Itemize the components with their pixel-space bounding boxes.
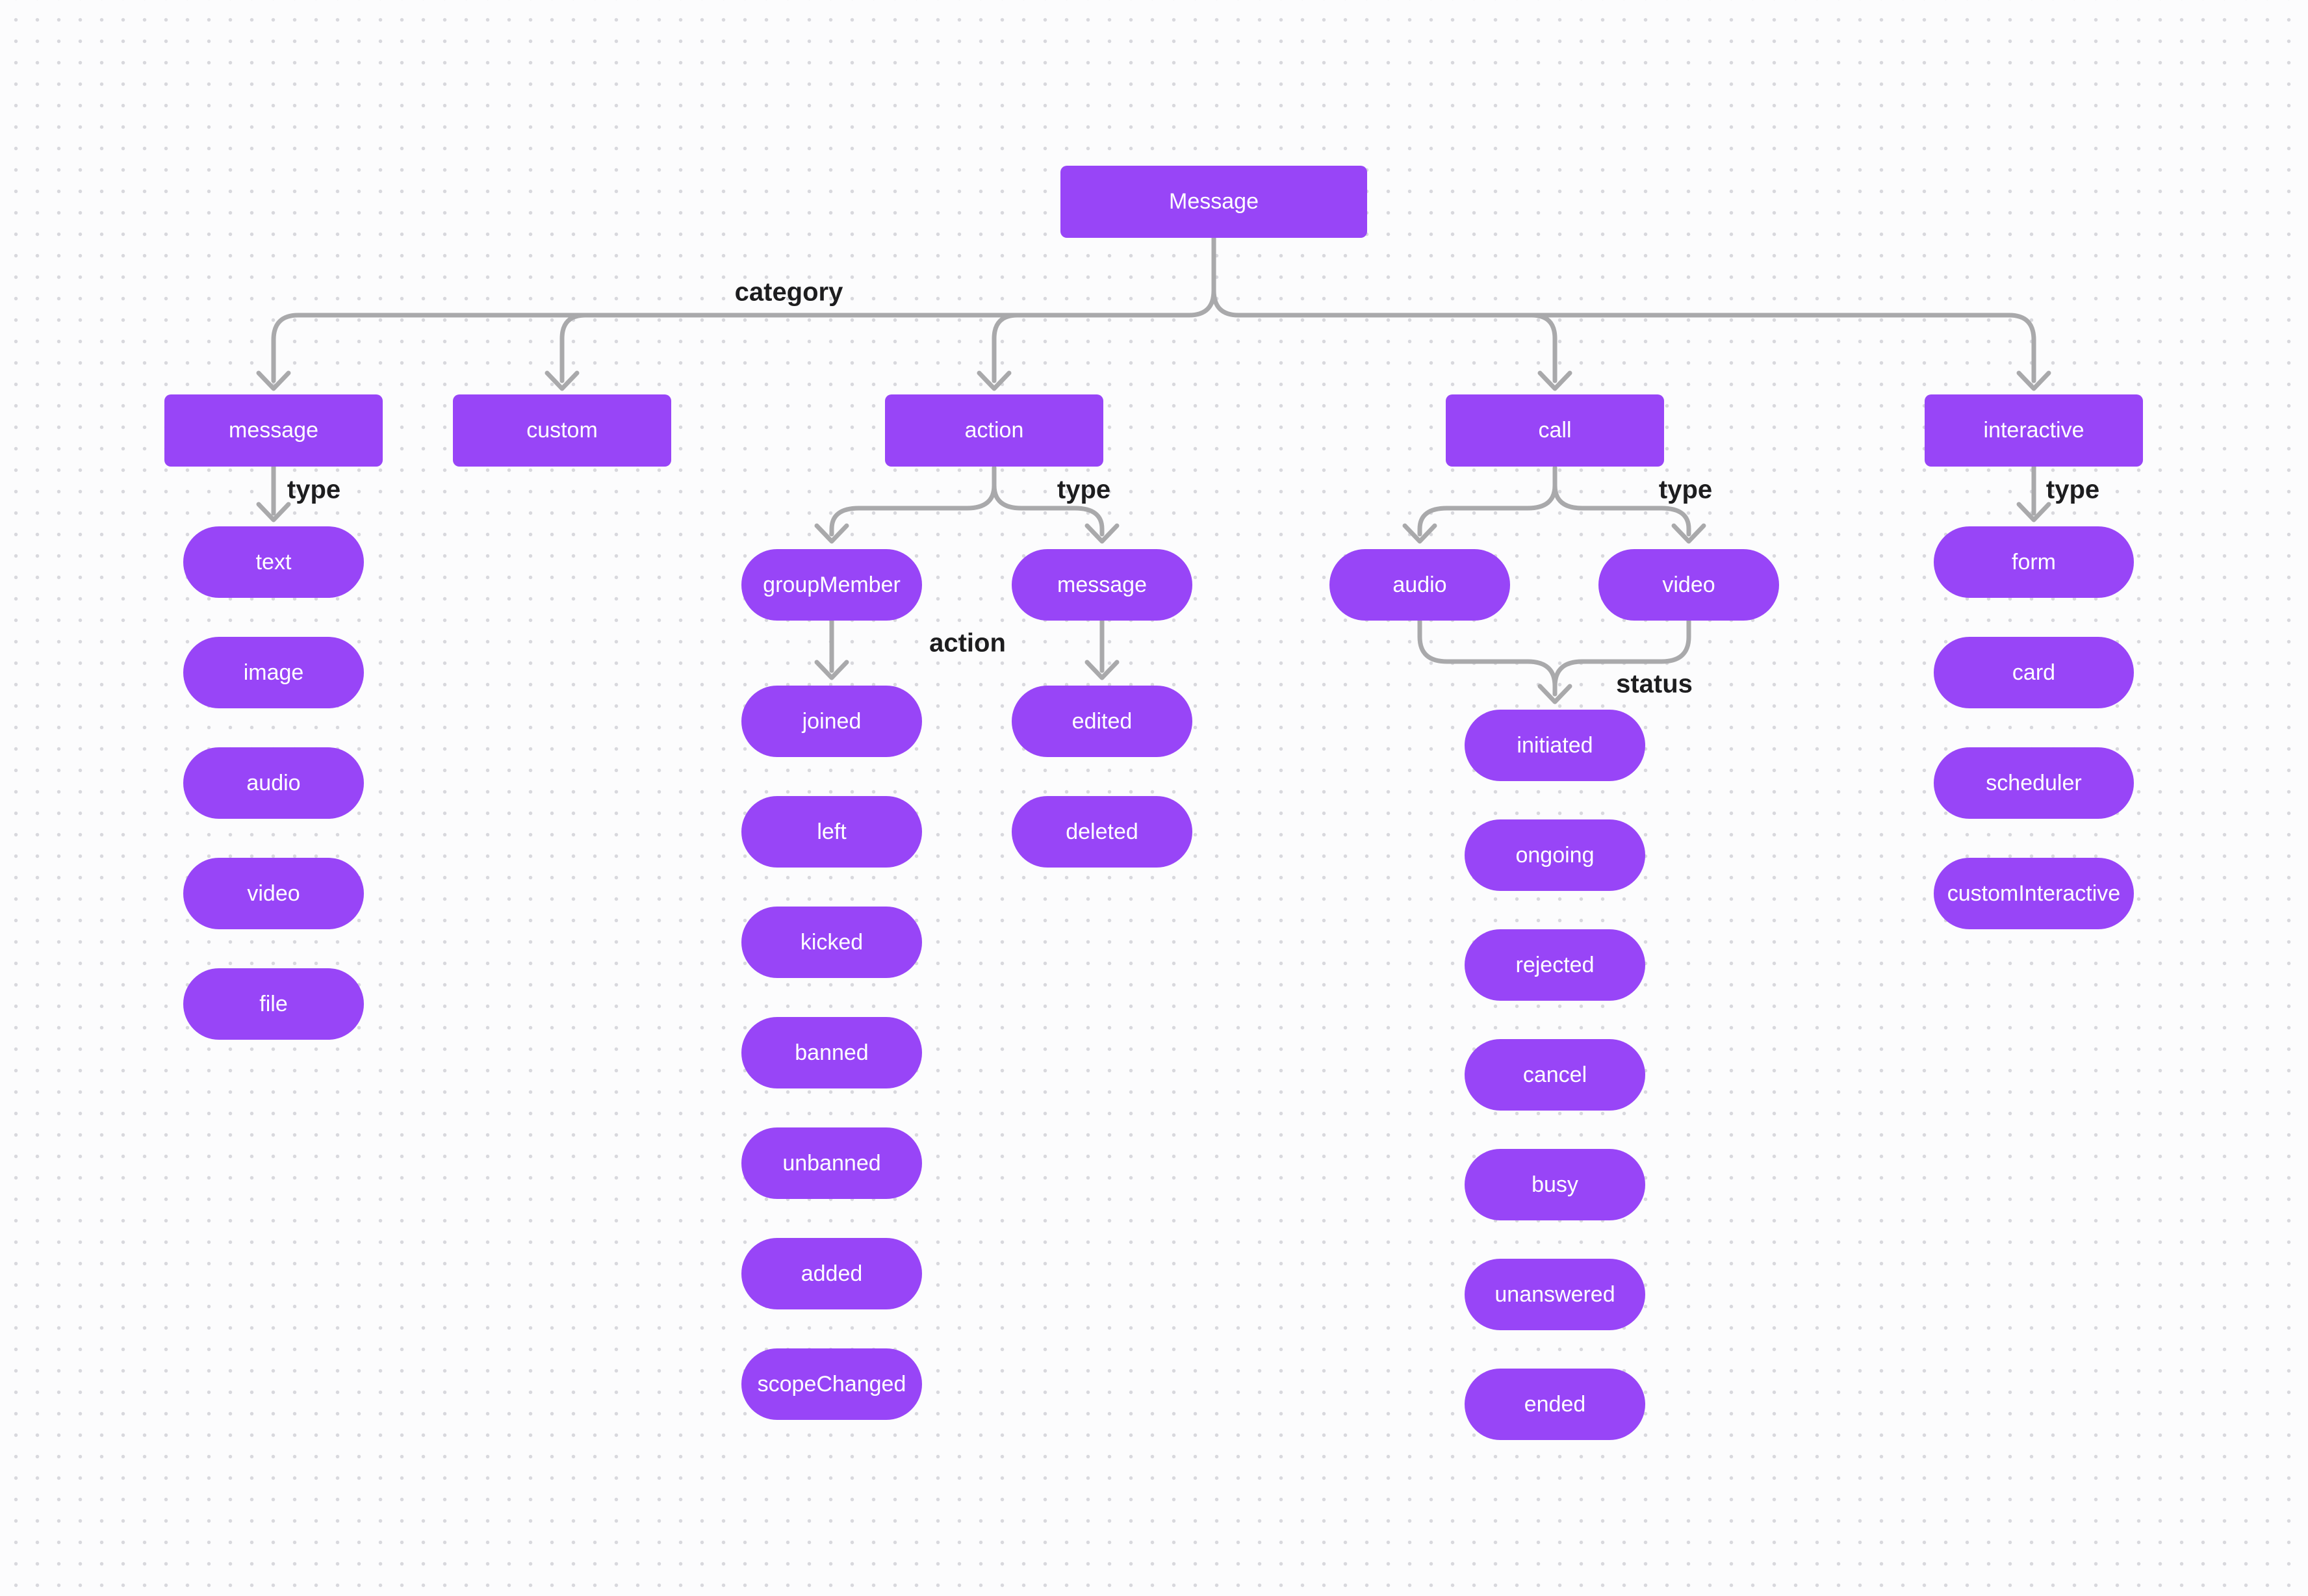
arrowhead-edited (1084, 660, 1120, 680)
node-category-call: call (1446, 394, 1664, 467)
node-inttype-custominteractive: customInteractive (1934, 858, 2134, 929)
node-type-video: video (183, 858, 364, 929)
connector-spine-left (271, 235, 1216, 383)
label-action: action (929, 628, 1006, 658)
node-action-kicked: kicked (741, 907, 922, 978)
node-status-busy: busy (1465, 1149, 1645, 1220)
node-action-scopechanged: scopeChanged (741, 1348, 922, 1420)
node-status-rejected: rejected (1465, 929, 1645, 1001)
connector-drop-call (1529, 313, 1558, 383)
label-type-interactive: type (2045, 475, 2100, 504)
node-action-deleted: deleted (1012, 796, 1192, 868)
arrowhead-actionmessage (1084, 523, 1120, 544)
node-inttype-card: card (1934, 637, 2134, 708)
arrowhead-initiated (1537, 684, 1572, 704)
node-action-joined: joined (741, 686, 922, 757)
label-status: status (1616, 669, 1693, 699)
connector-drop-custom (559, 313, 588, 383)
node-action-edited: edited (1012, 686, 1192, 757)
connector-drop-action (992, 313, 1020, 383)
arrowhead-category-action (977, 370, 1012, 391)
arrowhead-category-call (1537, 370, 1572, 391)
node-status-ended: ended (1465, 1369, 1645, 1440)
connector-call-fork-left (1417, 465, 1558, 537)
label-category: category (734, 277, 843, 307)
connector-call-fork-right (1552, 465, 1691, 537)
label-type-action: type (1057, 475, 1111, 504)
label-type-message: type (287, 475, 341, 504)
arrowhead-message-type (256, 502, 291, 522)
arrowhead-call-video (1671, 523, 1706, 544)
arrowhead-category-message (256, 370, 291, 391)
node-status-cancel: cancel (1465, 1039, 1645, 1111)
node-action-left: left (741, 796, 922, 868)
node-action-banned: banned (741, 1017, 922, 1088)
node-action-added: added (741, 1238, 922, 1309)
connector-merge-right (1552, 618, 1691, 697)
arrowhead-interactive-type (2016, 502, 2051, 522)
node-inttype-form: form (1934, 526, 2134, 598)
node-calltype-video: video (1598, 549, 1779, 621)
connector-spine-right (1211, 235, 2036, 383)
label-type-call: type (1658, 475, 1713, 504)
node-category-message: message (164, 394, 383, 467)
arrowhead-call-audio (1402, 523, 1437, 544)
node-type-audio: audio (183, 747, 364, 819)
node-category-custom: custom (453, 394, 671, 467)
connector-action-fork-left (829, 465, 997, 537)
node-message-root: Message (1060, 166, 1367, 238)
arrowhead-groupmember (814, 523, 849, 544)
arrowhead-joined (814, 660, 849, 680)
node-action-unbanned: unbanned (741, 1127, 922, 1199)
node-status-unanswered: unanswered (1465, 1259, 1645, 1330)
arrowhead-category-custom (545, 370, 580, 391)
arrowhead-category-interactive (2016, 370, 2051, 391)
node-subtype-message: message (1012, 549, 1192, 621)
node-type-file: file (183, 968, 364, 1040)
node-calltype-audio: audio (1329, 549, 1510, 621)
node-subtype-groupmember: groupMember (741, 549, 922, 621)
node-category-interactive: interactive (1925, 394, 2143, 467)
node-type-text: text (183, 526, 364, 598)
node-status-ongoing: ongoing (1465, 819, 1645, 891)
node-status-initiated: initiated (1465, 710, 1645, 781)
node-category-action: action (885, 394, 1103, 467)
connector-merge-left (1417, 618, 1558, 697)
node-type-image: image (183, 637, 364, 708)
connector-action-fork-right (992, 465, 1105, 537)
node-inttype-scheduler: scheduler (1934, 747, 2134, 819)
